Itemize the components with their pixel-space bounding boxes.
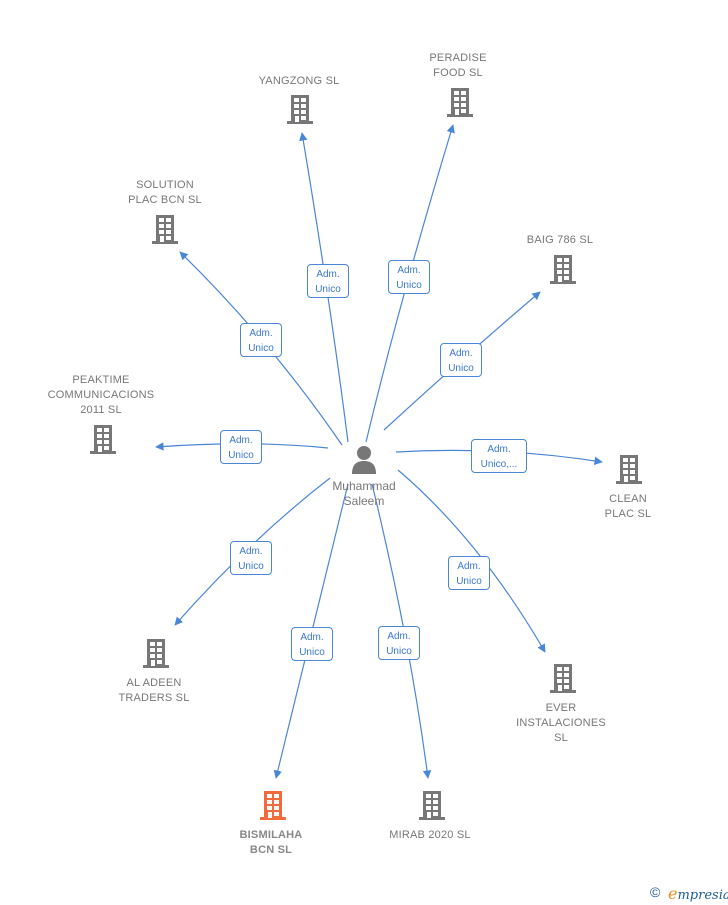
role-label[interactable]: Adm. Unico — [307, 264, 349, 298]
center-person-name[interactable]: Muhammad Saleem — [332, 479, 396, 508]
company-name[interactable]: EVER INSTALACIONES SL — [516, 702, 606, 744]
building-icon[interactable] — [550, 255, 576, 284]
company-node-bismilaha[interactable]: BISMILAHA BCN SL — [201, 828, 341, 858]
company-name[interactable]: CLEAN PLAC SL — [604, 493, 652, 520]
company-node-mirab[interactable]: MIRAB 2020 SL — [360, 828, 500, 843]
company-node-aladeen[interactable]: AL ADEEN TRADERS SL — [84, 676, 224, 706]
building-icon[interactable] — [616, 455, 642, 484]
company-name[interactable]: BAIG 786 SL — [526, 234, 594, 246]
role-label[interactable]: Adm. Unico — [230, 541, 272, 575]
building-icon[interactable] — [90, 425, 116, 454]
person-icon[interactable] — [352, 446, 376, 474]
company-node-peaktime[interactable]: PEAKTIME COMMUNICACIONS 2011 SL — [31, 373, 171, 418]
building-icon[interactable] — [447, 88, 473, 117]
building-icon[interactable] — [287, 95, 313, 124]
company-name[interactable]: PEAKTIME COMMUNICACIONS 2011 SL — [47, 374, 155, 416]
role-label[interactable]: Adm. Unico — [388, 260, 430, 294]
company-name[interactable]: MIRAB 2020 SL — [389, 829, 471, 841]
building-icon[interactable] — [419, 791, 445, 820]
company-name[interactable]: PERADISE FOOD SL — [429, 52, 487, 79]
company-name[interactable]: BISMILAHA BCN SL — [239, 829, 303, 856]
company-node-yangzong[interactable]: YANGZONG SL — [229, 74, 369, 89]
building-icon[interactable] — [550, 664, 576, 693]
company-node-baig[interactable]: BAIG 786 SL — [490, 233, 630, 248]
building-icon[interactable] — [152, 215, 178, 244]
company-name[interactable]: AL ADEEN TRADERS SL — [118, 677, 190, 704]
brand-logo[interactable]: empresia — [668, 884, 728, 903]
role-label[interactable]: Adm. Unico — [220, 430, 262, 464]
role-label[interactable]: Adm. Unico — [240, 323, 282, 357]
company-node-clean[interactable]: CLEAN PLAC SL — [558, 492, 698, 522]
company-name[interactable]: SOLUTION PLAC BCN SL — [128, 179, 202, 206]
role-label[interactable]: Adm. Unico — [291, 627, 333, 661]
building-icon[interactable] — [143, 639, 169, 668]
role-label[interactable]: Adm. Unico — [448, 556, 490, 590]
company-name[interactable]: YANGZONG SL — [258, 75, 340, 87]
edge-ever — [397, 469, 546, 653]
copyright-icon: © — [650, 884, 661, 900]
company-node-peradise[interactable]: PERADISE FOOD SL — [388, 51, 528, 81]
company-node-solution[interactable]: SOLUTION PLAC BCN SL — [95, 178, 235, 208]
building-icon[interactable] — [260, 791, 286, 820]
company-node-ever[interactable]: EVER INSTALACIONES SL — [491, 701, 631, 746]
role-label[interactable]: Adm. Unico — [378, 626, 420, 660]
role-label[interactable]: Adm. Unico — [440, 343, 482, 377]
role-label[interactable]: Adm. Unico,... — [471, 439, 527, 473]
